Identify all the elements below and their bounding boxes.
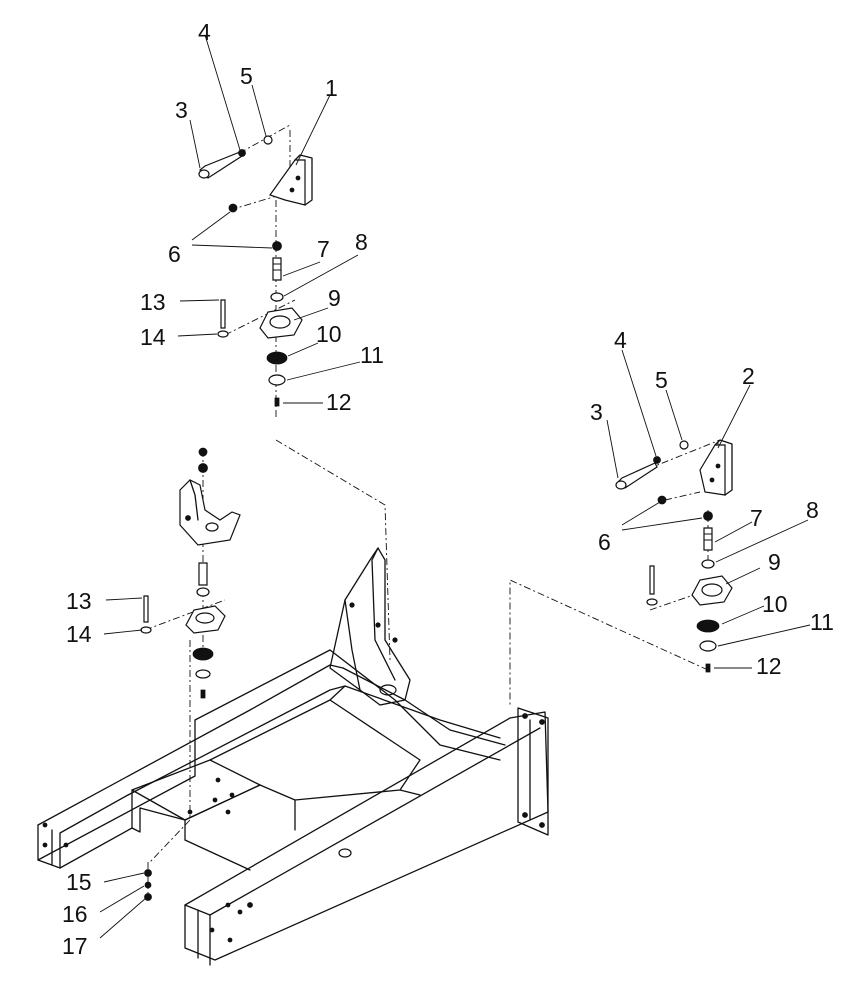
- callout-5-upper: 5: [240, 63, 253, 89]
- main-frame: [37, 547, 549, 966]
- middle-mount-assembly: [140, 447, 241, 699]
- callout-numbers: 4 5 3 1 6 7 8 9 10 11 12 13 14 4 5 3 2 6…: [62, 19, 834, 959]
- bolt-12-right: [705, 663, 711, 673]
- right-mount-assembly: [615, 439, 733, 673]
- nut-6-right-b: [703, 511, 713, 521]
- middle-bracket: [179, 479, 241, 546]
- bolt-12-upper: [274, 397, 280, 407]
- callout-15: 15: [66, 869, 92, 895]
- stud-7-right: [703, 527, 713, 551]
- cup-11-upper: [268, 374, 286, 386]
- callout-17: 17: [62, 933, 88, 959]
- callout-10-right: 10: [762, 591, 788, 617]
- callout-9-right: 9: [768, 549, 781, 575]
- frame-hardware: [144, 869, 152, 901]
- isolator-10-right: [696, 619, 720, 633]
- callout-5-right: 5: [655, 367, 668, 393]
- washer-14-upper: [217, 330, 229, 338]
- callout-7-upper: 7: [317, 236, 330, 262]
- bolt-13-upper: [220, 299, 226, 329]
- callout-2: 2: [742, 363, 755, 389]
- washer-14-right: [646, 598, 658, 606]
- callout-16: 16: [62, 901, 88, 927]
- callout-12-right: 12: [756, 653, 782, 679]
- lock-washer-4-upper: [238, 149, 246, 157]
- part-16: [144, 881, 152, 889]
- nut-6-upper-a: [228, 203, 238, 213]
- bolt-13-right: [649, 565, 655, 595]
- callout-8-upper: 8: [355, 229, 368, 255]
- part-17: [144, 893, 152, 901]
- callout-7-right: 7: [750, 505, 763, 531]
- callout-8-right: 8: [806, 497, 819, 523]
- callout-12-upper: 12: [326, 389, 352, 415]
- callout-3-right: 3: [590, 399, 603, 425]
- stud-7-upper: [272, 257, 282, 281]
- upper-mount-assembly: [198, 135, 313, 407]
- callout-3-upper: 3: [175, 97, 188, 123]
- callout-4-upper: 4: [198, 19, 211, 45]
- callout-11-right: 11: [810, 609, 834, 635]
- nut-6-upper-b: [272, 241, 282, 251]
- bracket-1: [269, 159, 306, 206]
- callout-6-upper: 6: [168, 241, 181, 267]
- callout-4-right: 4: [614, 327, 627, 353]
- nut-5-upper: [263, 135, 273, 145]
- callout-13-upper: 13: [140, 289, 166, 315]
- cup-11-right: [699, 640, 717, 652]
- lock-washer-4-right: [653, 456, 661, 464]
- part-15: [144, 869, 152, 877]
- callout-1: 1: [325, 75, 338, 101]
- callout-14-middle: 14: [66, 621, 92, 647]
- callout-6-right: 6: [598, 529, 611, 555]
- washer-8-right: [701, 559, 715, 569]
- callout-11-upper: 11: [360, 342, 384, 368]
- callout-10-upper: 10: [316, 321, 342, 347]
- callout-13-middle: 13: [66, 588, 92, 614]
- callout-9-upper: 9: [328, 285, 341, 311]
- bracket-2: [699, 444, 726, 496]
- callout-14-upper: 14: [140, 324, 166, 350]
- callout-leaders: [99, 34, 811, 939]
- washer-8-upper: [270, 292, 284, 302]
- nut-5-right: [679, 440, 689, 450]
